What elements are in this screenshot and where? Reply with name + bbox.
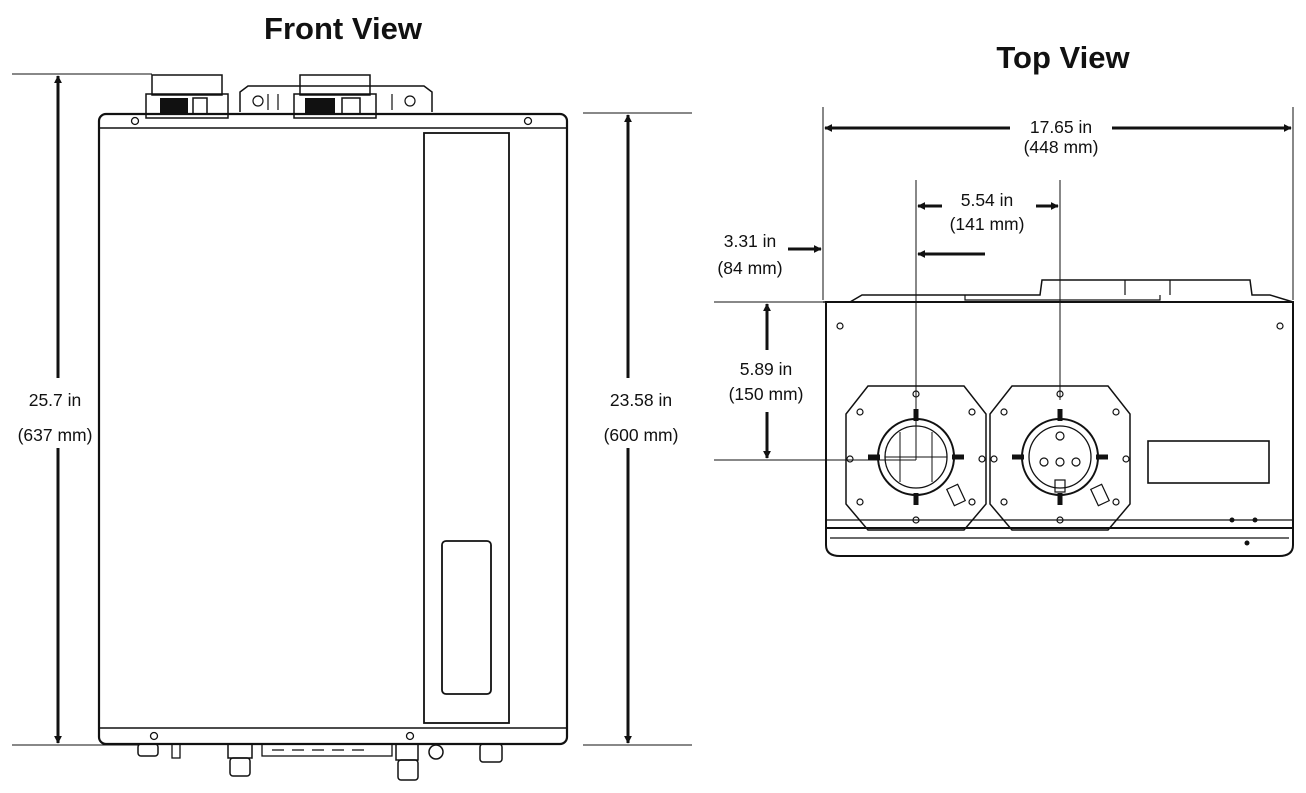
vent-spacing-dimension: 5.54 in (141 mm) xyxy=(915,180,1061,460)
top-mounting-bracket xyxy=(145,74,433,119)
vent-depth-mm: (150 mm) xyxy=(729,384,804,404)
top-view-body xyxy=(825,301,1294,529)
right-vent-flange xyxy=(989,385,1131,531)
cabinet-height-mm: (600 mm) xyxy=(604,425,679,445)
top-view-front-lip xyxy=(825,528,1294,557)
vent-spacing-in: 5.54 in xyxy=(961,190,1014,210)
overall-height-in: 25.7 in xyxy=(29,390,82,410)
top-view-title: Top View xyxy=(996,40,1130,75)
top-view-rectangular-port xyxy=(1147,440,1270,484)
width-dimension: 17.65 in (448 mm) xyxy=(822,107,1294,300)
bottom-fittings xyxy=(137,743,503,781)
width-mm: (448 mm) xyxy=(1024,137,1099,157)
vent-offset-dimension: 3.31 in (84 mm) xyxy=(717,231,985,278)
top-view-unit xyxy=(823,279,1294,557)
vent-offset-mm: (84 mm) xyxy=(717,258,782,278)
vent-depth-in: 5.89 in xyxy=(740,359,793,379)
front-side-panel xyxy=(423,132,510,724)
vent-spacing-mm: (141 mm) xyxy=(950,214,1025,234)
front-display-window xyxy=(441,540,492,695)
left-vent-flange xyxy=(845,385,987,531)
cabinet-height-dimension: 23.58 in (600 mm) xyxy=(583,112,692,746)
front-view-title: Front View xyxy=(264,11,423,46)
vent-depth-dimension: 5.89 in (150 mm) xyxy=(714,301,916,461)
width-in: 17.65 in xyxy=(1030,117,1092,137)
overall-height-mm: (637 mm) xyxy=(18,425,93,445)
vent-offset-in: 3.31 in xyxy=(724,231,777,251)
front-cabinet xyxy=(97,112,569,746)
front-view-unit xyxy=(97,74,569,781)
overall-height-dimension: 25.7 in (637 mm) xyxy=(12,73,152,746)
cabinet-height-in: 23.58 in xyxy=(610,390,672,410)
